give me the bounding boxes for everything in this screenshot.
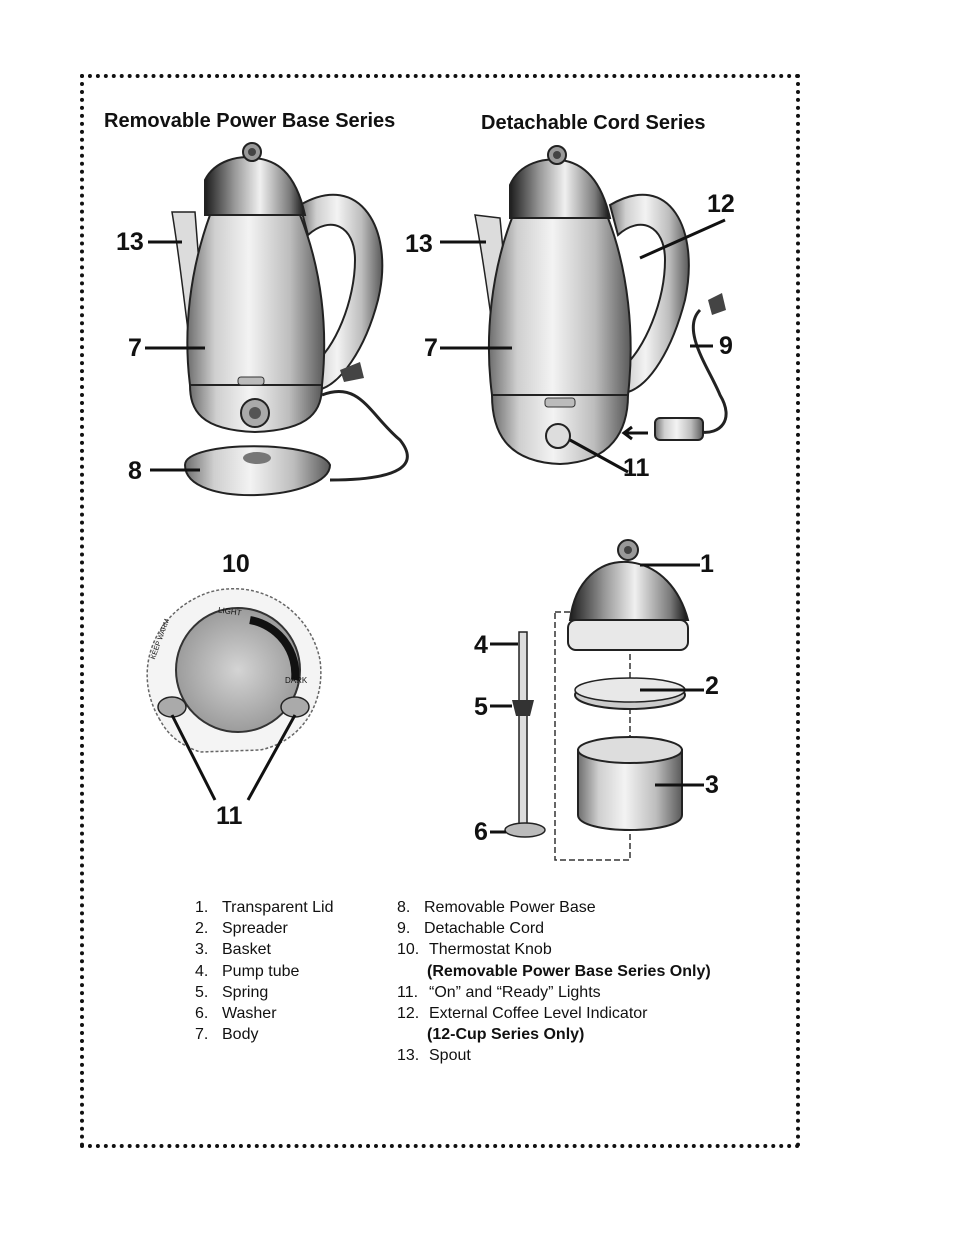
- ready-light: [280, 696, 310, 718]
- callout-10: 10: [222, 550, 250, 578]
- callout-3: 3: [705, 771, 719, 799]
- parts-list-number: 6.: [195, 1005, 209, 1023]
- parts-list-number: 7.: [195, 1026, 209, 1044]
- callout-4: 4: [474, 631, 488, 659]
- parts-list-text: “On” and “Ready” Lights: [429, 983, 601, 1001]
- parts-list-number: 4.: [195, 962, 209, 980]
- parts-list-item: 12. External Coffee Level Indicator: [397, 1003, 711, 1024]
- parts-list-text: Transparent Lid: [222, 899, 334, 916]
- parts-list-text: Body: [222, 1026, 259, 1044]
- transparent-lid: [567, 619, 689, 651]
- parts-list-text: Removable Power Base: [424, 899, 596, 916]
- callout-13-left: 13: [116, 228, 144, 256]
- parts-list-item: 5. Spring: [195, 982, 333, 1003]
- parts-list-text: Pump tube: [222, 962, 300, 980]
- parts-list-item: 7. Body: [195, 1024, 333, 1045]
- spring: [512, 700, 534, 716]
- parts-list-text: Spring: [222, 983, 269, 1001]
- basket: [577, 749, 683, 831]
- callout-2: 2: [705, 672, 719, 700]
- parts-list-number: 12.: [397, 1005, 420, 1023]
- parts-list-item: 11. “On” and “Ready” Lights: [397, 982, 711, 1003]
- parts-list-number: 8.: [397, 899, 411, 916]
- parts-list-text: Spreader: [222, 920, 288, 938]
- callout-11-knob: 11: [216, 802, 243, 830]
- parts-list-number: 10.: [397, 941, 420, 959]
- title-removable-power-base-series: Removable Power Base Series: [104, 110, 396, 132]
- washer: [504, 822, 546, 838]
- parts-list-number: 11.: [397, 983, 419, 1001]
- knob-dark-label: DARK: [285, 676, 308, 685]
- parts-list-text: Spout: [429, 1047, 471, 1065]
- parts-list-item: 13. Spout: [397, 1045, 711, 1066]
- parts-list-text: Detachable Cord: [424, 920, 545, 938]
- leader-lines: [145, 218, 726, 834]
- callout-13-right: 13: [405, 230, 433, 258]
- parts-list-number: 3.: [195, 941, 209, 959]
- parts-list-item: 1. Transparent Lid: [195, 897, 333, 918]
- parts-list-item: 4. Pump tube: [195, 961, 333, 982]
- parts-list-note-text: (12-Cup Series Only): [427, 1026, 585, 1044]
- parts-list-item: 10. Thermostat Knob: [397, 939, 711, 960]
- callout-1: 1: [700, 550, 714, 578]
- parts-list-number: 2.: [195, 920, 209, 938]
- parts-list-text: Basket: [222, 941, 271, 959]
- parts-list-item: 2. Spreader: [195, 918, 333, 939]
- parts-list-item: 9. Detachable Cord: [397, 918, 711, 939]
- parts-list-item: 3. Basket: [195, 939, 333, 960]
- callout-7-left: 7: [128, 334, 142, 362]
- right-percolator: [474, 145, 728, 466]
- parts-list-item: 8. Removable Power Base: [397, 897, 711, 918]
- callout-11-right: 11: [623, 454, 650, 482]
- callout-12: 12: [707, 190, 735, 218]
- body-left: [186, 214, 326, 386]
- callout-9: 9: [719, 332, 733, 360]
- left-percolator: [171, 142, 409, 496]
- title-detachable-cord-series: Detachable Cord Series: [481, 112, 706, 134]
- power-base-left: [183, 445, 332, 496]
- exploded-parts: [504, 539, 690, 861]
- dotted-border-frame: [80, 74, 800, 1148]
- callout-8: 8: [128, 457, 142, 485]
- thermostat-knob-closeup: [146, 587, 322, 801]
- callout-5: 5: [474, 693, 488, 721]
- parts-list-number: 9.: [397, 920, 411, 938]
- parts-list-number: 1.: [195, 899, 209, 916]
- parts-list-note: (Removable Power Base Series Only): [397, 961, 711, 982]
- on-light: [157, 696, 187, 718]
- parts-list-note: (12-Cup Series Only): [397, 1024, 711, 1045]
- parts-list-text: External Coffee Level Indicator: [429, 1005, 648, 1023]
- pump-tube: [518, 631, 528, 828]
- parts-list-text: Thermostat Knob: [429, 941, 552, 959]
- parts-list-number: 5.: [195, 983, 209, 1001]
- parts-list-number: 13.: [397, 1047, 420, 1065]
- parts-list-text: Washer: [222, 1005, 277, 1023]
- parts-list-note-text: (Removable Power Base Series Only): [427, 962, 711, 980]
- parts-list-item: 6. Washer: [195, 1003, 333, 1024]
- callout-7-right: 7: [424, 334, 438, 362]
- callout-6: 6: [474, 818, 488, 846]
- parts-list-left: 1. Transparent Lid 2. Spreader 3. Basket 4. Pum…: [195, 897, 333, 1045]
